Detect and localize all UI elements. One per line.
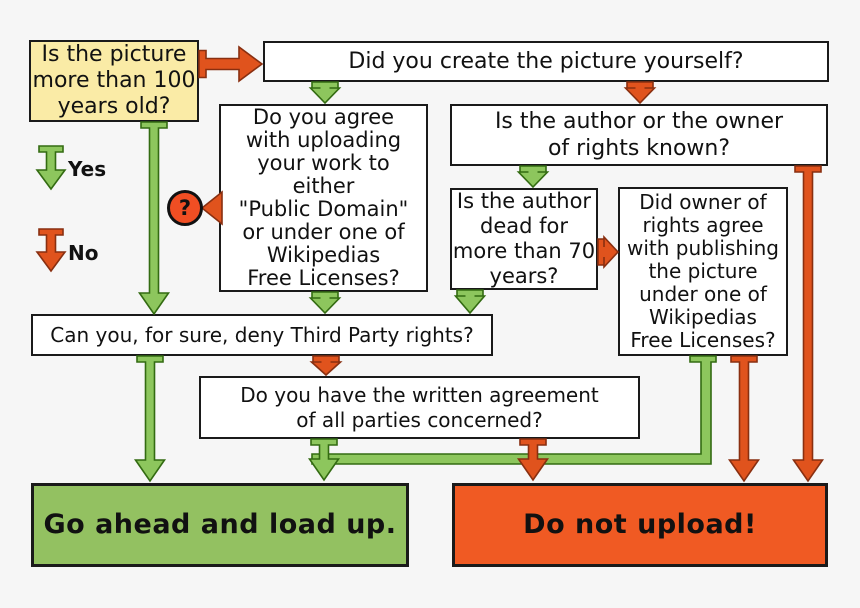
dead-yes-third-arrow [453,289,487,315]
legend-yes-label: Yes [68,157,107,181]
legend-no-label: No [68,241,99,265]
age-no-create-arrow [198,45,264,83]
agree-yes-third-arrow [308,291,342,315]
age-yes-third-arrow [137,121,171,316]
help-icon: ? [167,190,203,226]
dead-no-owner-arrow [597,234,620,270]
legend-no-arrow-icon [35,228,67,273]
written-yes-go-arrow [307,438,341,482]
create-yes-agree-arrow [308,81,342,105]
third-yes-go-arrow [133,355,167,483]
legend-yes-arrow-icon [35,145,67,191]
node-picture-age-question: Is the picture more than 100 years old? [29,40,199,122]
node-written-agreement-question: Do you have the written agreement of all… [199,376,640,439]
written-no-stop-arrow [516,438,550,482]
node-owner-agree-question: Did owner of rights agree with publishin… [618,187,788,356]
node-author-known-question: Is the author or the owner of rights kno… [450,104,828,166]
third-no-written-arrow [309,355,343,377]
owner-no-stop-arrow [727,355,761,483]
known-yes-dead-arrow [516,165,550,189]
result-do-not-upload-box: Do not upload! [452,483,828,567]
node-created-yourself-question: Did you create the picture yourself? [263,41,829,82]
node-author-dead-question: Is the author dead for more than 70 year… [450,188,598,290]
node-third-party-rights-question: Can you, for sure, deny Third Party righ… [31,314,493,356]
result-go-ahead-box: Go ahead and load up. [31,483,409,567]
node-agree-license-question: Do you agree with uploading your work to… [219,104,428,292]
known-no-stop-arrow [791,165,825,483]
create-no-known-arrow [623,81,657,105]
